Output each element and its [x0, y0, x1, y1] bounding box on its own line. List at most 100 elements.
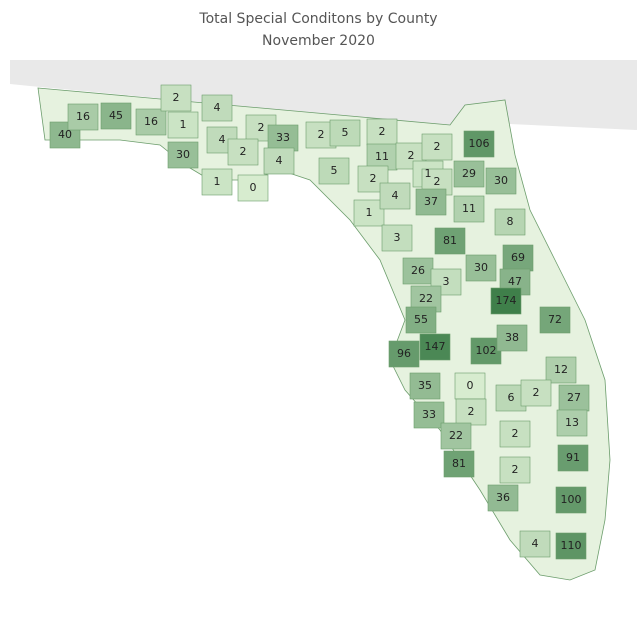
chart-subtitle: November 2020: [262, 33, 375, 49]
county-region[interactable]: [381, 224, 413, 252]
county-value-label: 1: [214, 175, 221, 188]
county-value-label: 22: [419, 292, 433, 305]
county-value-label: 102: [476, 344, 497, 357]
county-region[interactable]: [201, 168, 233, 196]
county-value-label: 45: [109, 109, 123, 122]
county-region[interactable]: [413, 401, 445, 429]
county-region[interactable]: [67, 103, 99, 131]
county-region[interactable]: [463, 130, 495, 158]
county-value-label: 174: [496, 294, 517, 307]
county-value-label: 100: [561, 493, 582, 506]
county-region[interactable]: [487, 484, 519, 512]
county-value-label: 2: [318, 128, 325, 141]
county-value-label: 30: [494, 174, 508, 187]
county-region[interactable]: [485, 167, 517, 195]
county-region[interactable]: [167, 141, 199, 169]
county-region[interactable]: [237, 174, 269, 202]
county-value-label: 1: [366, 206, 373, 219]
county-region[interactable]: [465, 254, 497, 282]
title-block: Total Special Conditons by County Novemb…: [0, 0, 637, 52]
county-region[interactable]: [409, 372, 441, 400]
county-region[interactable]: [520, 379, 552, 407]
county-value-label: 106: [469, 137, 490, 150]
county-region[interactable]: [135, 108, 167, 136]
county-value-label: 26: [411, 264, 425, 277]
county-value-label: 8: [507, 215, 514, 228]
county-region[interactable]: [502, 244, 534, 272]
county-region[interactable]: [555, 532, 587, 560]
county-region[interactable]: [539, 306, 571, 334]
county-region[interactable]: [556, 409, 588, 437]
county-region[interactable]: [453, 195, 485, 223]
county-region[interactable]: [366, 143, 398, 171]
county-region[interactable]: [519, 530, 551, 558]
county-value-label: 11: [375, 150, 389, 163]
county-region[interactable]: [499, 420, 531, 448]
county-value-label: 37: [424, 195, 438, 208]
county-region[interactable]: [496, 324, 528, 352]
county-value-label: 4: [532, 537, 539, 550]
county-value-label: 2: [468, 405, 475, 418]
county-region[interactable]: [421, 133, 453, 161]
county-region[interactable]: [415, 188, 447, 216]
chart-title: Total Special Conditons by County: [199, 11, 438, 27]
county-value-label: 3: [443, 275, 450, 288]
county-value-label: 2: [408, 149, 415, 162]
county-value-label: 4: [276, 154, 283, 167]
county-region[interactable]: [267, 124, 299, 152]
county-value-label: 16: [144, 115, 158, 128]
county-value-label: 1: [425, 167, 432, 180]
county-region[interactable]: [557, 444, 589, 472]
county-value-label: 2: [240, 145, 247, 158]
county-value-label: 16: [76, 110, 90, 123]
county-region[interactable]: [201, 94, 233, 122]
county-region[interactable]: [494, 208, 526, 236]
county-value-label: 2: [258, 121, 265, 134]
county-region[interactable]: [388, 340, 420, 368]
county-region[interactable]: [167, 111, 199, 139]
county-region[interactable]: [263, 147, 295, 175]
county-region[interactable]: [379, 182, 411, 210]
county-region[interactable]: [329, 119, 361, 147]
county-region[interactable]: [353, 199, 385, 227]
county-value-label: 2: [434, 175, 441, 188]
county-region[interactable]: [434, 227, 466, 255]
county-value-label: 35: [418, 379, 432, 392]
county-value-label: 96: [397, 347, 411, 360]
county-region[interactable]: [443, 450, 475, 478]
county-region[interactable]: [440, 422, 472, 450]
county-region[interactable]: [160, 84, 192, 112]
county-region[interactable]: [366, 118, 398, 146]
county-value-label: 6: [508, 391, 515, 404]
county-value-label: 4: [214, 101, 221, 114]
county-value-label: 1: [180, 118, 187, 131]
county-region[interactable]: [405, 306, 437, 334]
county-value-label: 2: [370, 172, 377, 185]
county-value-label: 2: [512, 427, 519, 440]
county-region[interactable]: [419, 333, 451, 361]
county-value-label: 4: [219, 133, 226, 146]
county-region[interactable]: [470, 337, 502, 365]
county-region[interactable]: [227, 138, 259, 166]
county-value-label: 110: [561, 539, 582, 552]
county-region[interactable]: [490, 287, 522, 315]
county-value-label: 47: [508, 275, 522, 288]
county-region[interactable]: [558, 384, 590, 412]
county-value-label: 0: [250, 181, 257, 194]
county-region[interactable]: [402, 257, 434, 285]
county-region[interactable]: [555, 486, 587, 514]
county-value-label: 81: [452, 457, 466, 470]
county-region[interactable]: [499, 456, 531, 484]
county-region[interactable]: [545, 356, 577, 384]
county-region[interactable]: [100, 102, 132, 130]
county-region[interactable]: [318, 157, 350, 185]
county-region[interactable]: [455, 398, 487, 426]
county-region[interactable]: [454, 372, 486, 400]
county-value-label: 33: [276, 131, 290, 144]
county-region[interactable]: [453, 160, 485, 188]
county-value-label: 72: [548, 313, 562, 326]
county-value-label: 147: [425, 340, 446, 353]
county-value-label: 91: [566, 451, 580, 464]
county-value-label: 36: [496, 491, 510, 504]
